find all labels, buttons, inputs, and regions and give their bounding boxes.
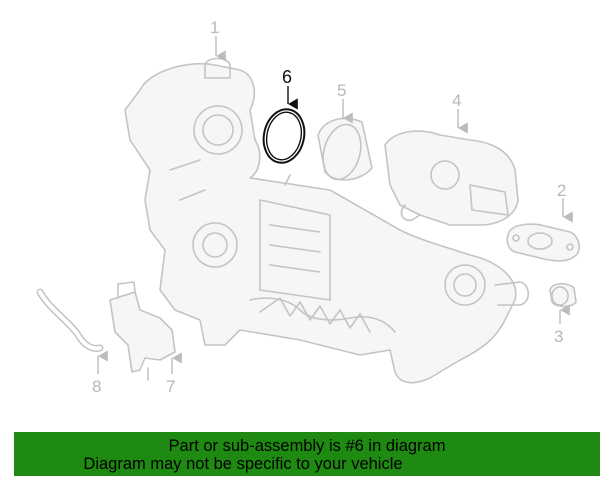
part-5-seal bbox=[317, 117, 373, 181]
part-3-plug bbox=[549, 282, 577, 308]
part-2-plate bbox=[506, 223, 580, 262]
part-6-gasket bbox=[262, 108, 306, 164]
callout-5: 5 bbox=[337, 81, 346, 100]
part-7-sensor bbox=[109, 281, 176, 381]
part-8-hose bbox=[36, 288, 104, 352]
banner-line-disclaimer: Diagram may not be specific to your vehi… bbox=[83, 455, 403, 473]
callout-4: 4 bbox=[452, 91, 461, 110]
part-4-valve bbox=[384, 130, 519, 226]
info-banner: Part or sub-assembly is #6 in diagram Di… bbox=[14, 432, 600, 476]
callout-7: 7 bbox=[166, 377, 175, 396]
main-assembly bbox=[124, 57, 530, 384]
callout-1: 1 bbox=[210, 18, 219, 37]
callout-3: 3 bbox=[554, 327, 563, 346]
callout-6: 6 bbox=[282, 67, 292, 87]
banner-line-part: Part or sub-assembly is #6 in diagram bbox=[168, 437, 446, 455]
callout-8: 8 bbox=[92, 377, 101, 396]
callout-2: 2 bbox=[557, 181, 566, 200]
parts-diagram: 1 2 3 4 5 6 7 8 bbox=[36, 18, 580, 396]
